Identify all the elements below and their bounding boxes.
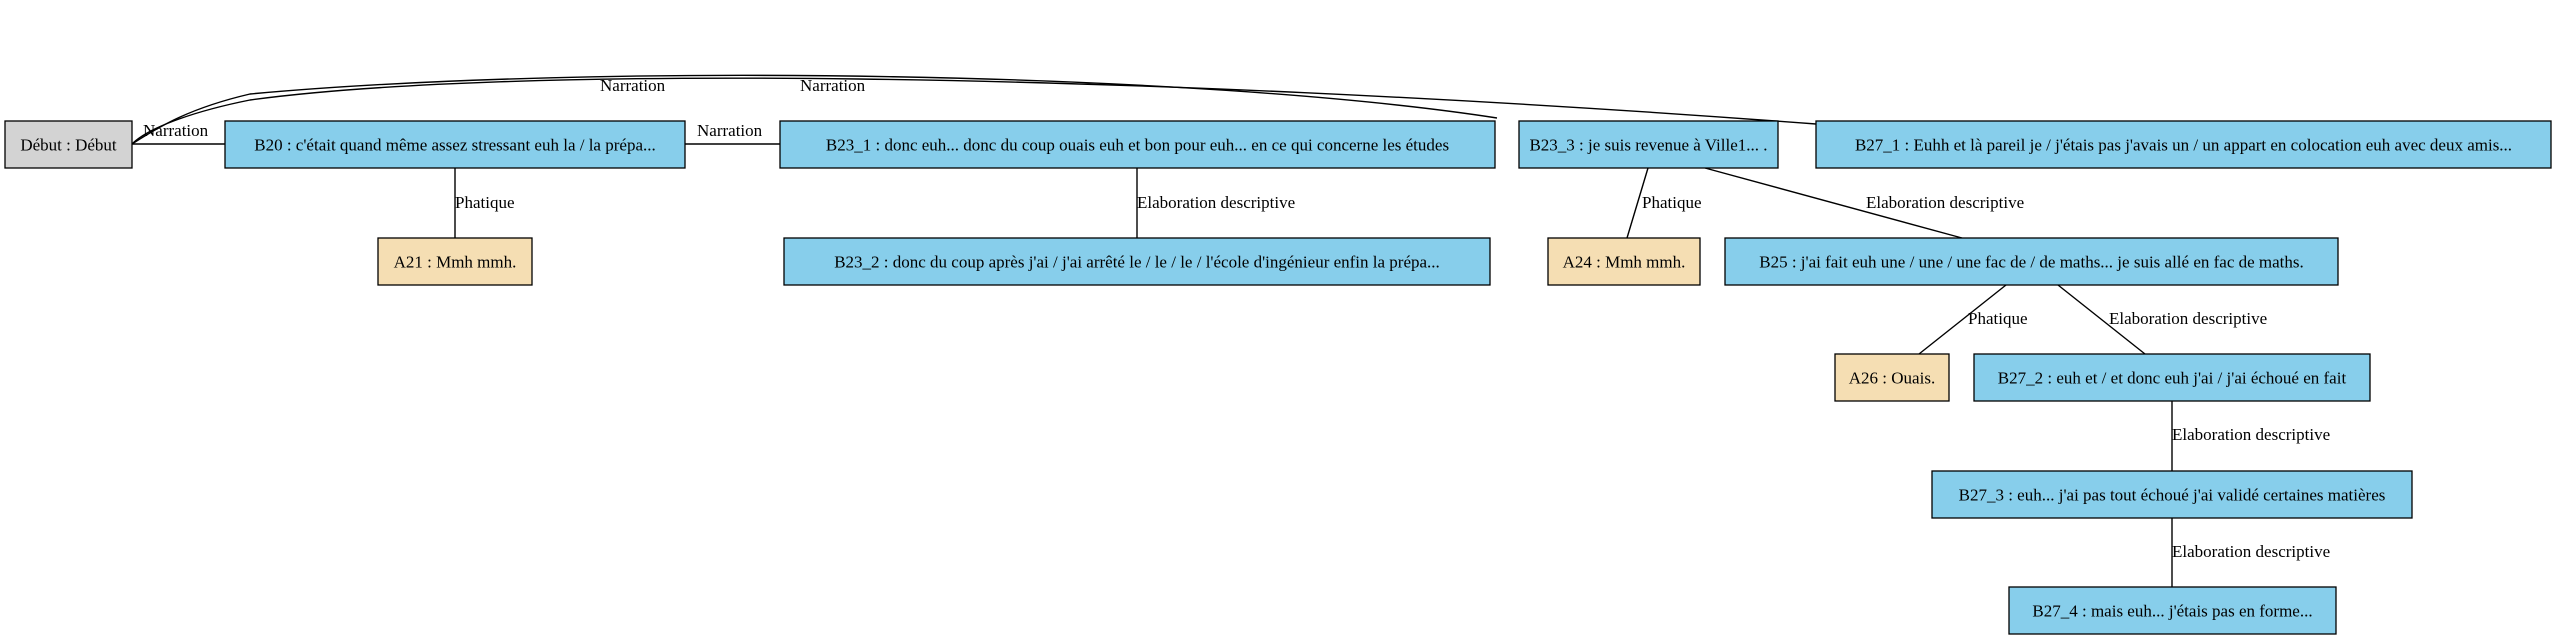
- node-b27_1[interactable]: B27_1 : Euhh et là pareil je / j'étais p…: [1815, 120, 2552, 169]
- edge-b27_3-b27_4: Elaboration descriptive: [2171, 518, 2330, 587]
- edge-label: Phatique: [1968, 309, 2028, 328]
- node-b25[interactable]: B25 : j'ai fait euh une / une / une fac …: [1724, 237, 2339, 286]
- node-box: [1518, 120, 1779, 169]
- node-label: B27_3 : euh... j'ai pas tout échoué j'ai…: [1959, 486, 2386, 505]
- node-label: A26 : Ouais.: [1849, 369, 1935, 388]
- node-label: B27_2 : euh et / et donc euh j'ai / j'ai…: [1998, 369, 2347, 388]
- edge-debut-b20: Narration: [132, 121, 225, 145]
- node-label: A21 : Mmh mmh.: [394, 253, 517, 272]
- node-label: A24 : Mmh mmh.: [1563, 253, 1686, 272]
- node-label: B20 : c'était quand même assez stressant…: [254, 136, 655, 155]
- edge-b23_3-a24: Phatique: [1626, 167, 1702, 239]
- node-label: B23_3 : je suis revenue à Ville1... .: [1529, 136, 1767, 155]
- node-a24[interactable]: A24 : Mmh mmh.: [1547, 237, 1701, 286]
- edge-label: Phatique: [1642, 193, 1702, 212]
- edge-b25-b27_2: Elaboration descriptive: [2057, 284, 2267, 355]
- edge-b20-a21: Phatique: [454, 168, 515, 238]
- node-label: B27_4 : mais euh... j'étais pas en forme…: [2032, 602, 2312, 621]
- node-label: B23_2 : donc du coup après j'ai / j'ai a…: [834, 253, 1440, 272]
- node-b27_4[interactable]: B27_4 : mais euh... j'étais pas en forme…: [2008, 586, 2337, 635]
- node-label: B23_1 : donc euh... donc du coup ouais e…: [826, 136, 1449, 155]
- edge-line: [1918, 284, 2007, 355]
- edge-b23_3-b25: Elaboration descriptive: [1704, 167, 2024, 239]
- node-box: [1724, 237, 2339, 286]
- edge-label: Elaboration descriptive: [1137, 193, 1295, 212]
- node-box: [224, 120, 686, 169]
- node-a21[interactable]: A21 : Mmh mmh.: [377, 237, 533, 286]
- node-a26[interactable]: A26 : Ouais.: [1834, 353, 1950, 402]
- node-b23_3[interactable]: B23_3 : je suis revenue à Ville1... .: [1518, 120, 1779, 169]
- node-box: [1834, 353, 1950, 402]
- edge-label: Narration: [143, 121, 209, 140]
- edge-label: Elaboration descriptive: [2172, 542, 2330, 561]
- node-b27_3[interactable]: B27_3 : euh... j'ai pas tout échoué j'ai…: [1931, 470, 2413, 519]
- node-box: [4, 120, 133, 169]
- nodes-layer: Début : Début B20 : c'était quand même as…: [4, 120, 2552, 635]
- node-label: B27_1 : Euhh et là pareil je / j'étais p…: [1855, 136, 2512, 155]
- node-box: [779, 120, 1496, 169]
- node-box: [2008, 586, 2337, 635]
- node-b20[interactable]: B20 : c'était quand même assez stressant…: [224, 120, 686, 169]
- edge-debut-b27_1: Narration: [131, 76, 1817, 145]
- edge-label: Phatique: [455, 193, 515, 212]
- edge-label: Narration: [600, 76, 666, 95]
- node-box: [377, 237, 533, 286]
- node-b23_2[interactable]: B23_2 : donc du coup après j'ai / j'ai a…: [783, 237, 1491, 286]
- node-debut[interactable]: Début : Début: [4, 120, 133, 169]
- node-box: [1973, 353, 2371, 402]
- node-b23_1[interactable]: B23_1 : donc euh... donc du coup ouais e…: [779, 120, 1496, 169]
- edge-label: Elaboration descriptive: [2109, 309, 2267, 328]
- edge-label: Narration: [800, 76, 866, 95]
- edge-b25-a26: Phatique: [1918, 284, 2028, 355]
- edge-label: Elaboration descriptive: [2172, 425, 2330, 444]
- node-label: Début : Début: [20, 136, 117, 155]
- edge-label: Elaboration descriptive: [1866, 193, 2024, 212]
- node-label: B25 : j'ai fait euh une / une / une fac …: [1759, 253, 2304, 272]
- node-b27_2[interactable]: B27_2 : euh et / et donc euh j'ai / j'ai…: [1973, 353, 2371, 402]
- edge-debut-b23_3: Narration: [131, 74, 1498, 145]
- node-box: [1547, 237, 1701, 286]
- node-box: [1931, 470, 2413, 519]
- edge-line: [2057, 284, 2146, 355]
- node-box: [783, 237, 1491, 286]
- node-box: [1815, 120, 2552, 169]
- edge-line: [1704, 167, 1963, 239]
- edge-b27_2-b27_3: Elaboration descriptive: [2171, 401, 2330, 471]
- edge-line: [131, 74, 1498, 145]
- edge-b20-b23_1: Narration: [685, 121, 780, 145]
- edge-b23_1-b23_2: Elaboration descriptive: [1136, 168, 1295, 238]
- edge-line: [1626, 167, 1649, 239]
- edge-line: [131, 77, 1817, 145]
- edge-label: Narration: [697, 121, 763, 140]
